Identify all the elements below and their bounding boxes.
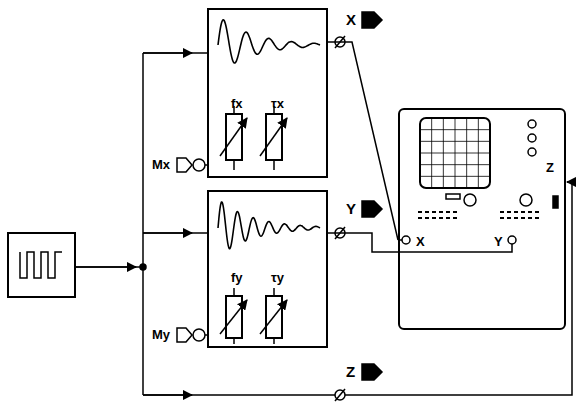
output-arrow — [362, 364, 382, 380]
scope-lamp — [528, 148, 536, 156]
scale-mark — [453, 217, 457, 219]
scale-mark — [432, 217, 436, 219]
input-jack — [402, 236, 410, 244]
z-wire — [143, 182, 572, 395]
scope-lamp — [528, 134, 536, 142]
mod-input-label: Mx — [152, 157, 170, 172]
scale-mark — [418, 211, 422, 213]
wire-arrow — [75, 266, 136, 268]
scale-mark — [507, 211, 511, 213]
wire-arrow — [143, 52, 192, 54]
scale-mark — [439, 211, 443, 213]
wire — [143, 232, 207, 234]
output-arrow — [362, 201, 382, 217]
scale-mark — [453, 211, 457, 213]
scope-socket — [553, 196, 558, 208]
grid-line — [420, 176, 490, 177]
scale-mark — [418, 217, 422, 219]
wire — [143, 52, 207, 54]
scope-knob — [464, 194, 476, 206]
scale-mark — [446, 217, 450, 219]
square-wave-symbol — [20, 252, 62, 278]
screen-grid — [420, 118, 490, 188]
output-label: X — [346, 11, 356, 28]
grid-line — [478, 118, 479, 188]
node-label: Z — [546, 160, 554, 175]
scope-screen — [420, 118, 490, 188]
scale-mark — [439, 217, 443, 219]
node-label: τy — [271, 270, 284, 285]
scope-scale — [418, 212, 539, 218]
grid-line — [420, 164, 490, 165]
oscillator-box: fy τy — [207, 190, 328, 348]
node-label: fx — [231, 96, 243, 111]
wire-arrow — [143, 394, 192, 396]
wire — [75, 266, 143, 268]
input-jack — [508, 236, 516, 244]
grid-line — [420, 153, 490, 154]
node-label: X — [416, 234, 425, 249]
mod-input-arrow — [177, 158, 192, 172]
output-arrow — [362, 12, 382, 28]
mod-input-jack — [193, 329, 205, 341]
scale-mark — [446, 211, 450, 213]
terminal-symbol — [335, 36, 345, 401]
scale-mark — [514, 211, 518, 213]
wire-arrow — [143, 232, 192, 234]
mod-input-arrow — [177, 328, 192, 342]
scale-mark — [425, 217, 429, 219]
damped-waveform — [218, 202, 320, 249]
scale-mark — [507, 217, 511, 219]
mod-input-jack — [193, 159, 205, 171]
scope-lamp — [528, 120, 536, 128]
wire — [142, 53, 144, 395]
scale-mark — [528, 211, 532, 213]
signal-wire — [328, 42, 398, 240]
scale-mark — [521, 211, 525, 213]
scope-knob — [520, 194, 532, 206]
wire-arrow — [567, 181, 572, 183]
scale-mark — [432, 211, 436, 213]
signal-wire — [328, 233, 398, 252]
output-label: Y — [346, 200, 356, 217]
oscilloscope: X Y Z — [398, 108, 566, 330]
node-label: fy — [231, 270, 243, 285]
node-label: Y — [494, 234, 503, 249]
damped-waveform — [218, 20, 320, 63]
junction-dot — [140, 264, 146, 270]
grid-line — [466, 118, 467, 188]
variable-resistor-symbol — [220, 106, 287, 170]
scale-mark — [528, 217, 532, 219]
variable-resistor-symbol — [220, 288, 287, 344]
node-label: τx — [271, 96, 284, 111]
scale-mark — [500, 217, 504, 219]
oscillator-box: fx τx — [207, 8, 328, 178]
damped-waveform — [218, 20, 320, 249]
scale-mark — [535, 211, 539, 213]
generator-box — [8, 233, 75, 297]
scale-mark — [425, 211, 429, 213]
scope-switch — [446, 194, 460, 199]
output-label: Z — [346, 363, 355, 380]
mod-input-label: My — [152, 327, 170, 342]
scale-mark — [535, 217, 539, 219]
scale-mark — [514, 217, 518, 219]
scale-mark — [500, 211, 504, 213]
scale-mark — [521, 217, 525, 219]
